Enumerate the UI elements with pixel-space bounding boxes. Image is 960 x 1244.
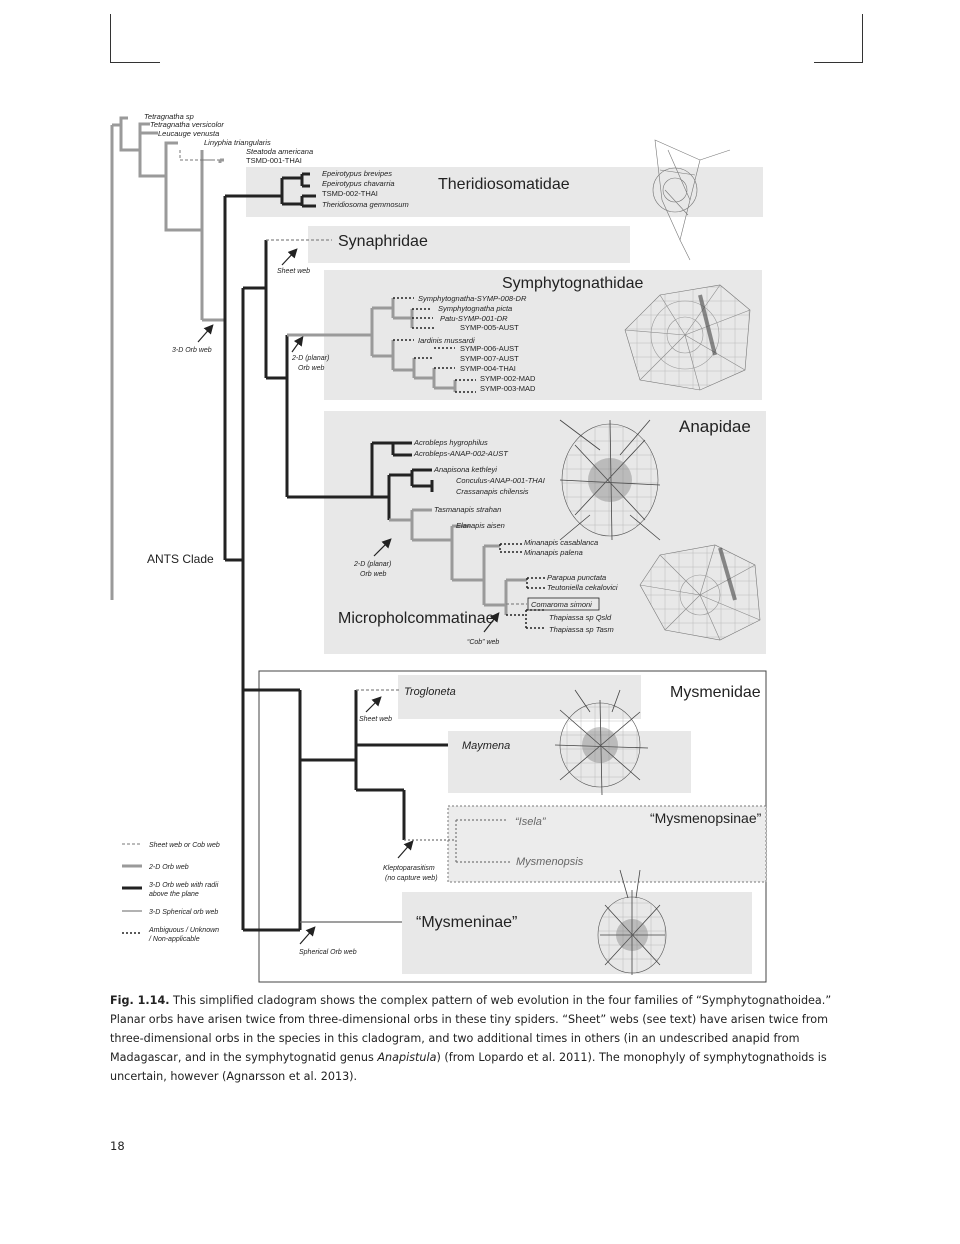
taxon-label: Leucauge venusta — [158, 129, 219, 138]
family-label-symphytognathidae: Symphytognathidae — [502, 275, 644, 292]
taxon-label: Symphytognatha-SYMP-008-DR — [418, 294, 527, 303]
taxon-label: Theridiosoma gemmosum — [322, 200, 409, 209]
legend-2d-orb: 2-D Orb web — [148, 864, 189, 871]
taxon-label: Epeirotypus brevipes — [322, 169, 392, 178]
taxon-label: Epeirotypus chavarria — [322, 179, 395, 188]
taxon-label: Acrobleps hygrophilus — [413, 438, 488, 447]
family-label-theridiosomatidae: Theridiosomatidae — [438, 176, 570, 193]
taxon-label: Iardinis mussardi — [418, 336, 475, 345]
taxon-label: Acrobleps-ANAP-002-AUST — [413, 449, 509, 458]
taxon-label: SYMP-004-THAI — [460, 364, 516, 373]
taxon-label-mysmenopsis: Mysmenopsis — [516, 856, 584, 868]
taxon-label: Symphytognatha picta — [438, 304, 512, 313]
annotation-cob-web: “Cob” web — [467, 639, 499, 646]
theridiosomatidae-box — [246, 167, 763, 217]
taxon-label: SYMP-003-MAD — [480, 384, 536, 393]
family-label-mysmenidae: Mysmenidae — [670, 684, 761, 701]
taxon-label: Steatoda americana — [246, 147, 313, 156]
taxon-label: Tetragnatha sp — [144, 112, 194, 121]
page-number: 18 — [110, 1139, 125, 1153]
anapid-web-illustration — [559, 419, 661, 541]
taxon-label: Conculus-ANAP-001-THAI — [456, 476, 545, 485]
taxon-label: Elanapis aisen — [456, 521, 505, 530]
legend: Sheet web or Cob web 2-D Orb web 3-D Orb… — [122, 842, 220, 943]
annotation-spherical-orb-web: Spherical Orb web — [299, 949, 357, 956]
taxon-label: Parapua punctata — [547, 573, 606, 582]
crop-mark-left-vertical — [110, 14, 111, 62]
taxon-label: Comaroma simoni — [531, 600, 592, 609]
annotation-2d-planar: 2-D (planar) — [291, 355, 329, 362]
caption-label: Fig. 1.14. — [110, 994, 170, 1007]
family-label-mysmeninae: “Mysmeninae” — [416, 914, 517, 931]
annotation-kleptoparasitism: Kleptoparasitism — [383, 865, 435, 872]
annotation-sheet-web: Sheet web — [277, 268, 310, 275]
taxon-label: Tetragnatha versicolor — [150, 120, 224, 129]
crop-mark-left-horizontal — [110, 62, 160, 63]
web-transition-arrows — [197, 248, 500, 945]
taxon-label: Tasmanapis strahan — [434, 505, 501, 514]
family-label-micropholcommatinae: Micropholcommatinae — [338, 610, 495, 627]
annotation-orb-web: Orb web — [360, 571, 387, 578]
crop-mark-right-horizontal — [814, 62, 863, 63]
taxon-label: Thapiassa sp Tasm — [549, 625, 614, 634]
taxon-label: TSMD-001-THAI — [246, 156, 302, 165]
annotation-ants-clade: ANTS Clade — [147, 552, 214, 566]
taxon-label: SYMP-005-AUST — [460, 323, 519, 332]
annotation-2d-planar: 2-D (planar) — [353, 561, 391, 568]
legend-spherical: 3-D Spherical orb web — [149, 909, 218, 916]
taxon-label: Minanapis casablanca — [524, 538, 598, 547]
comaroma-highlight-box — [527, 597, 600, 611]
legend-ambiguous-line1: Ambiguous / Unknown — [148, 927, 219, 934]
legend-ambiguous-line2: / Non-applicable — [148, 936, 200, 943]
taxon-label: SYMP-002-MAD — [480, 374, 536, 383]
taxon-label-maymena: Maymena — [462, 740, 510, 752]
legend-3d-orb-line1: 3-D Orb web with radii — [149, 882, 219, 889]
taxon-label: Linyphia triangularis — [204, 138, 271, 147]
legend-sheet-cob: Sheet web or Cob web — [149, 842, 220, 849]
theridiosomatid-web-illustration — [652, 139, 731, 261]
taxon-label: Crassanapis chilensis — [456, 487, 529, 496]
maymena-web-illustration — [554, 689, 649, 796]
family-label-mysmenopsinae: “Mysmenopsinae” — [650, 810, 762, 826]
legend-3d-orb-line2: above the plane — [149, 891, 199, 898]
cladogram-figure: Theridiosomatidae Synaphridae Symphytogn… — [110, 112, 767, 983]
caption-text-part1: This simplified cladogram shows the comp… — [110, 994, 832, 1064]
family-label-anapidae: Anapidae — [679, 417, 751, 436]
taxon-label: Minanapis palena — [524, 548, 583, 557]
annotation-orb-web: Orb web — [298, 365, 325, 372]
taxon-label: SYMP-006-AUST — [460, 344, 519, 353]
taxon-label-isela: “Isela” — [515, 816, 547, 828]
taxon-label-trogloneta: Trogloneta — [404, 686, 456, 698]
taxon-label: Patu-SYMP-001-DR — [440, 314, 508, 323]
taxon-label: TSMD-002-THAI — [322, 189, 378, 198]
taxon-label: Anapisona kethleyi — [433, 465, 497, 474]
family-label-synaphridae: Synaphridae — [338, 233, 428, 250]
mysmeninae-box — [402, 892, 752, 974]
crop-mark-right-vertical — [862, 14, 863, 62]
caption-text-part2: ) (from Lopardo et al. 2011). The monoph… — [110, 1051, 827, 1083]
micropholcommatine-web-illustration — [639, 544, 761, 641]
cladogram-branches — [110, 116, 545, 932]
mysmenine-web-illustration — [597, 869, 667, 975]
symphytognathid-web-illustration — [624, 284, 751, 391]
taxon-label: Thapiassa sp Qsld — [549, 613, 612, 622]
annotation-no-capture-web: (no capture web) — [385, 875, 438, 882]
annotation-sheet-web: Sheet web — [359, 716, 392, 723]
taxon-label: Teutoniella cekalovici — [547, 583, 618, 592]
taxon-label: SYMP-007-AUST — [460, 354, 519, 363]
figure-caption: Fig. 1.14. This simplified cladogram sho… — [110, 991, 862, 1086]
caption-genus: Anapistula — [377, 1051, 437, 1064]
annotation-3d-orb-web: 3-D Orb web — [172, 347, 212, 354]
mysmenopsinae-box — [447, 805, 767, 883]
synaphridae-box — [308, 226, 630, 263]
